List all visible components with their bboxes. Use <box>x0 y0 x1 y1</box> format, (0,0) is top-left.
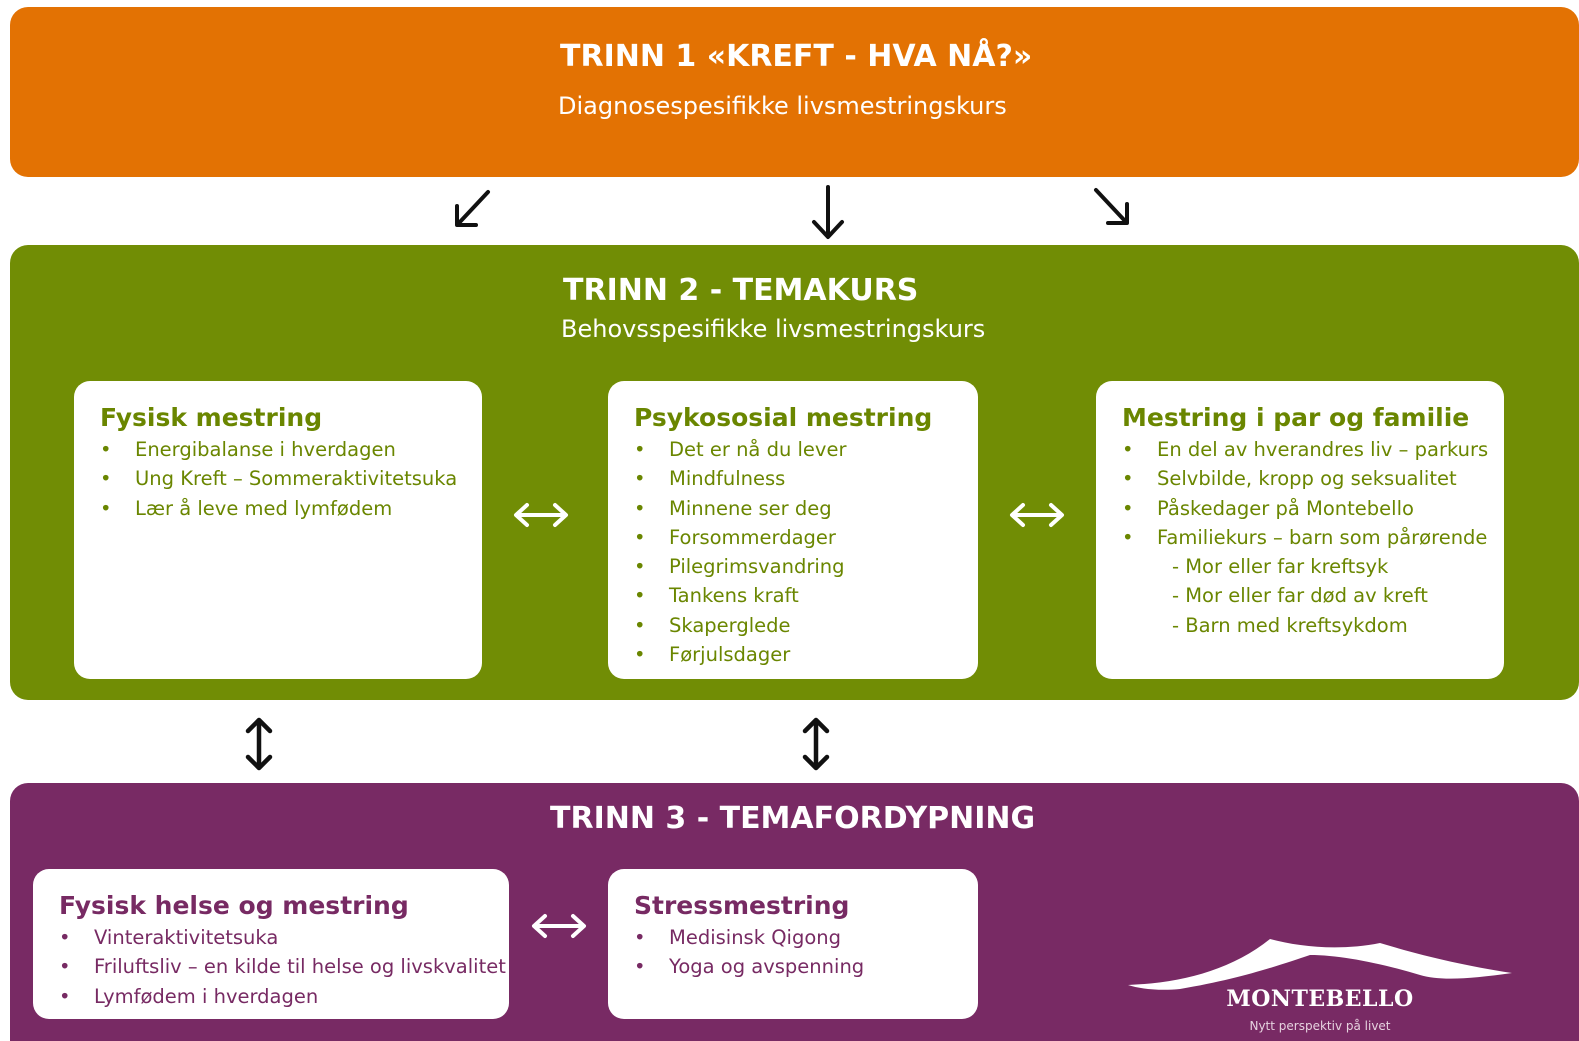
list-item: •Friluftsliv – en kilde til helse og liv… <box>59 955 506 979</box>
list-item: •Minnene ser deg <box>634 496 832 520</box>
sub-list-item: - Mor eller far død av kreft <box>1172 584 1428 608</box>
list-item: •Forsommerdager <box>634 525 836 549</box>
double-arrow-horizontal-icon <box>1008 500 1066 530</box>
list-item: •Ung Kreft – Sommeraktivitetsuka <box>100 467 458 491</box>
card-title: Mestring i par og familie <box>1122 403 1470 432</box>
list-item: •Førjulsdager <box>634 643 791 667</box>
card-title: Fysisk mestring <box>100 403 323 432</box>
list-item: •Vinteraktivitetsuka <box>59 926 279 949</box>
list-item: •Mindfulness <box>634 467 786 491</box>
double-arrow-vertical-icon <box>799 716 833 772</box>
step1-title: TRINN 1 «KREFT - HVA NÅ?» <box>560 39 1033 74</box>
list-item: •Energibalanse i hverdagen <box>100 438 396 461</box>
card-list: •Det er nå du lever •Mindfulness •Minnen… <box>608 435 846 669</box>
step3-title: TRINN 3 - TEMAFORDYPNING <box>550 801 1036 836</box>
step2-band: TRINN 2 - TEMAKURS Behovsspesifikke livs… <box>10 245 1579 700</box>
arrow-down-left-icon <box>450 188 496 232</box>
step1-band: TRINN 1 «KREFT - HVA NÅ?» Diagnosespesif… <box>10 7 1579 177</box>
list-item: •Det er nå du lever <box>634 438 847 461</box>
double-arrow-vertical-icon <box>242 716 276 772</box>
roof-logo-icon <box>1128 939 1512 990</box>
card-list: •En del av hverandres liv – parkurs •Sel… <box>1096 435 1488 640</box>
list-item: •Lær å leve med lymfødem <box>100 496 393 520</box>
logo-name: MONTEBELLO <box>1226 986 1414 1012</box>
list-item: •Yoga og avspenning <box>634 955 865 979</box>
card-list: •Vinteraktivitetsuka •Friluftsliv – en k… <box>33 923 506 1011</box>
step2-title: TRINN 2 - TEMAKURS <box>563 273 919 308</box>
list-item: •En del av hverandres liv – parkurs <box>1122 438 1489 461</box>
card-stressmestring: Stressmestring •Medisinsk Qigong •Yoga o… <box>608 869 978 1019</box>
step1-subtitle: Diagnosespesifikke livsmestringskurs <box>558 92 1007 120</box>
card-psykososial-mestring: Psykososial mestring •Det er nå du lever… <box>608 381 978 679</box>
arrow-down-right-icon <box>1088 186 1134 230</box>
arrow-down-icon <box>808 184 848 242</box>
card-title: Fysisk helse og mestring <box>59 891 409 920</box>
card-title: Stressmestring <box>634 891 850 920</box>
step3-band: TRINN 3 - TEMAFORDYPNING Fysisk helse og… <box>10 783 1579 1041</box>
list-item: •Skaperglede <box>634 613 791 637</box>
list-item: •Pilegrimsvandring <box>634 555 845 579</box>
list-item: •Selvbilde, kropp og seksualitet <box>1122 467 1457 491</box>
sub-list-item: - Barn med kreftsykdom <box>1172 613 1408 637</box>
list-item: •Påskedager på Montebello <box>1122 496 1414 520</box>
card-mestring-par-familie: Mestring i par og familie •En del av hve… <box>1096 381 1504 679</box>
double-arrow-horizontal-icon <box>512 500 570 530</box>
list-item: •Lymfødem i hverdagen <box>59 984 319 1008</box>
logo-tagline: Nytt perspektiv på livet <box>1249 1019 1391 1033</box>
list-item: •Tankens kraft <box>634 584 799 608</box>
card-fysisk-helse-mestring: Fysisk helse og mestring •Vinteraktivite… <box>33 869 509 1019</box>
sub-list-item: - Mor eller far kreftsyk <box>1172 555 1389 579</box>
list-item: •Medisinsk Qigong <box>634 926 842 949</box>
list-item: •Familiekurs – barn som pårørende <box>1122 525 1488 549</box>
card-fysisk-mestring: Fysisk mestring •Energibalanse i hverdag… <box>74 381 482 679</box>
card-title: Psykososial mestring <box>634 403 933 432</box>
montebello-logo: MONTEBELLO Nytt perspektiv på livet <box>1120 935 1520 1041</box>
double-arrow-horizontal-icon <box>530 911 588 941</box>
card-list: •Energibalanse i hverdagen •Ung Kreft – … <box>74 435 457 523</box>
step2-subtitle: Behovsspesifikke livsmestringskurs <box>561 315 986 343</box>
card-list: •Medisinsk Qigong •Yoga og avspenning <box>608 923 864 982</box>
